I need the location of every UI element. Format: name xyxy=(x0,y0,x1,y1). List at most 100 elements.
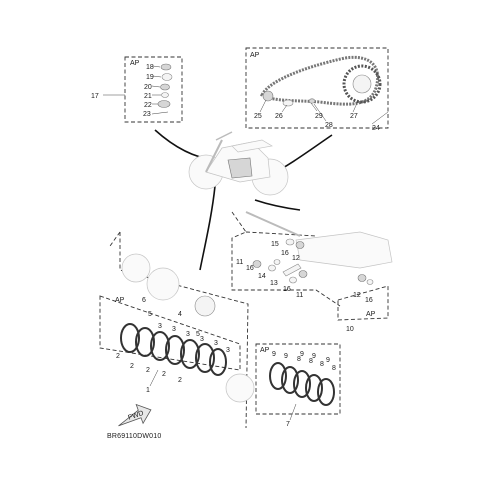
kit-part-23 xyxy=(151,111,169,115)
leader-27 xyxy=(352,100,359,113)
kit-part-19 xyxy=(161,73,173,81)
ap-tag-chain: AP xyxy=(250,52,260,59)
friction-plate-1 xyxy=(120,323,140,353)
leader-26 xyxy=(281,104,288,113)
seal-12b xyxy=(357,274,367,282)
chain-joint xyxy=(282,99,294,107)
ap-tag-plate: AP xyxy=(260,347,270,354)
label-2c: 2 xyxy=(146,367,150,374)
kit-group: AP 18 19 20 21 22 23 17 xyxy=(91,56,183,123)
label-2a: 2 xyxy=(116,353,120,360)
collar-16c xyxy=(289,276,297,284)
plate-box xyxy=(255,343,341,415)
label-28: 28 xyxy=(325,122,333,129)
label-11b: 11 xyxy=(296,292,303,299)
plate-group: AP 9 9 8 9 8 9 8 9 8 7 xyxy=(255,343,341,428)
label-29: 29 xyxy=(315,113,323,120)
label-21: 21 xyxy=(144,93,152,100)
label-13: 13 xyxy=(270,280,278,287)
drive-chain xyxy=(260,55,380,106)
label-8b: 8 xyxy=(309,358,313,365)
label-3e: 3 xyxy=(158,323,162,330)
label-10: 10 xyxy=(346,326,354,333)
motorcycle-illustration xyxy=(188,131,289,196)
seal-12a xyxy=(295,241,305,249)
collar-16a xyxy=(285,238,295,246)
clutch-frame xyxy=(119,232,249,429)
label-16c: 16 xyxy=(283,286,291,293)
label-9d: 9 xyxy=(312,353,316,360)
ap-tag-sprocket: AP xyxy=(366,311,376,318)
fwd-arrow-shape xyxy=(118,403,152,427)
label-6: 6 xyxy=(142,297,146,304)
label-24: 24 xyxy=(372,125,380,132)
label-8c: 8 xyxy=(320,361,324,368)
label-2d: 2 xyxy=(162,371,166,378)
kit-part-21 xyxy=(161,92,169,98)
friction-plate-2 xyxy=(135,327,155,357)
clutch-gasket xyxy=(146,267,180,301)
sprocket-box xyxy=(231,211,341,307)
label-7: 7 xyxy=(286,421,290,428)
steel-plate-2 xyxy=(281,366,299,394)
clutch-frame-left xyxy=(109,231,121,247)
seat xyxy=(231,139,273,153)
steel-plate-3 xyxy=(293,370,311,398)
swingarm xyxy=(295,231,393,269)
label-5b: 5 xyxy=(196,331,200,338)
label-11a: 11 xyxy=(236,259,243,266)
chain-clip xyxy=(308,98,316,104)
label-25: 25 xyxy=(254,113,262,120)
label-27: 27 xyxy=(350,113,358,120)
leader-18 xyxy=(152,65,161,68)
bearing-11a xyxy=(252,260,262,268)
friction-plate-6 xyxy=(195,343,215,373)
sprocket-group: AP 15 16 12 11 16 14 13 16 11 12 16 10 xyxy=(231,211,393,333)
sprocket-box-right xyxy=(245,231,317,237)
steel-plate-1 xyxy=(269,362,287,390)
label-3f: 3 xyxy=(226,347,230,354)
kit-part-20 xyxy=(160,83,170,91)
label-2b: 2 xyxy=(130,363,134,370)
label-23: 23 xyxy=(143,111,151,118)
steel-plate-4 xyxy=(305,374,323,402)
friction-plate-3 xyxy=(150,331,170,361)
label-9a: 9 xyxy=(272,351,276,358)
clutch-ap-box xyxy=(99,295,241,371)
kit-part-18 xyxy=(160,63,172,71)
friction-plate-5 xyxy=(180,339,200,369)
chain-group: AP 25 26 28 29 27 24 xyxy=(245,47,389,132)
label-19: 19 xyxy=(146,74,154,81)
kit-part-22 xyxy=(157,100,171,108)
label-9e: 9 xyxy=(326,357,330,364)
label-17: 17 xyxy=(91,93,99,100)
friction-plate-7 xyxy=(209,348,227,376)
leader-29 xyxy=(310,102,318,112)
leader-1 xyxy=(149,369,159,387)
label-3a: 3 xyxy=(172,326,176,333)
clutch-basket xyxy=(225,373,255,403)
leader-24 xyxy=(371,111,389,125)
fwd-arrow: FWD xyxy=(118,403,152,427)
spacer-14 xyxy=(273,259,281,265)
label-18: 18 xyxy=(146,64,154,71)
label-4: 4 xyxy=(178,311,182,318)
rear-sprocket xyxy=(342,64,382,104)
label-20: 20 xyxy=(144,84,152,91)
label-16a: 16 xyxy=(281,250,289,257)
collar-16d xyxy=(366,279,374,285)
label-16d: 16 xyxy=(365,297,373,304)
ap-subbox xyxy=(337,285,389,321)
rear-sprocket-hub xyxy=(352,74,372,94)
label-12b: 12 xyxy=(353,292,361,299)
label-3c: 3 xyxy=(200,336,204,343)
label-15: 15 xyxy=(271,241,279,248)
label-2e: 2 xyxy=(178,377,182,384)
label-3b: 3 xyxy=(186,331,190,338)
axle xyxy=(245,211,301,237)
label-8d: 8 xyxy=(332,365,336,372)
friction-plate-4 xyxy=(165,335,185,365)
label-26: 26 xyxy=(275,113,283,120)
fork xyxy=(205,139,223,173)
